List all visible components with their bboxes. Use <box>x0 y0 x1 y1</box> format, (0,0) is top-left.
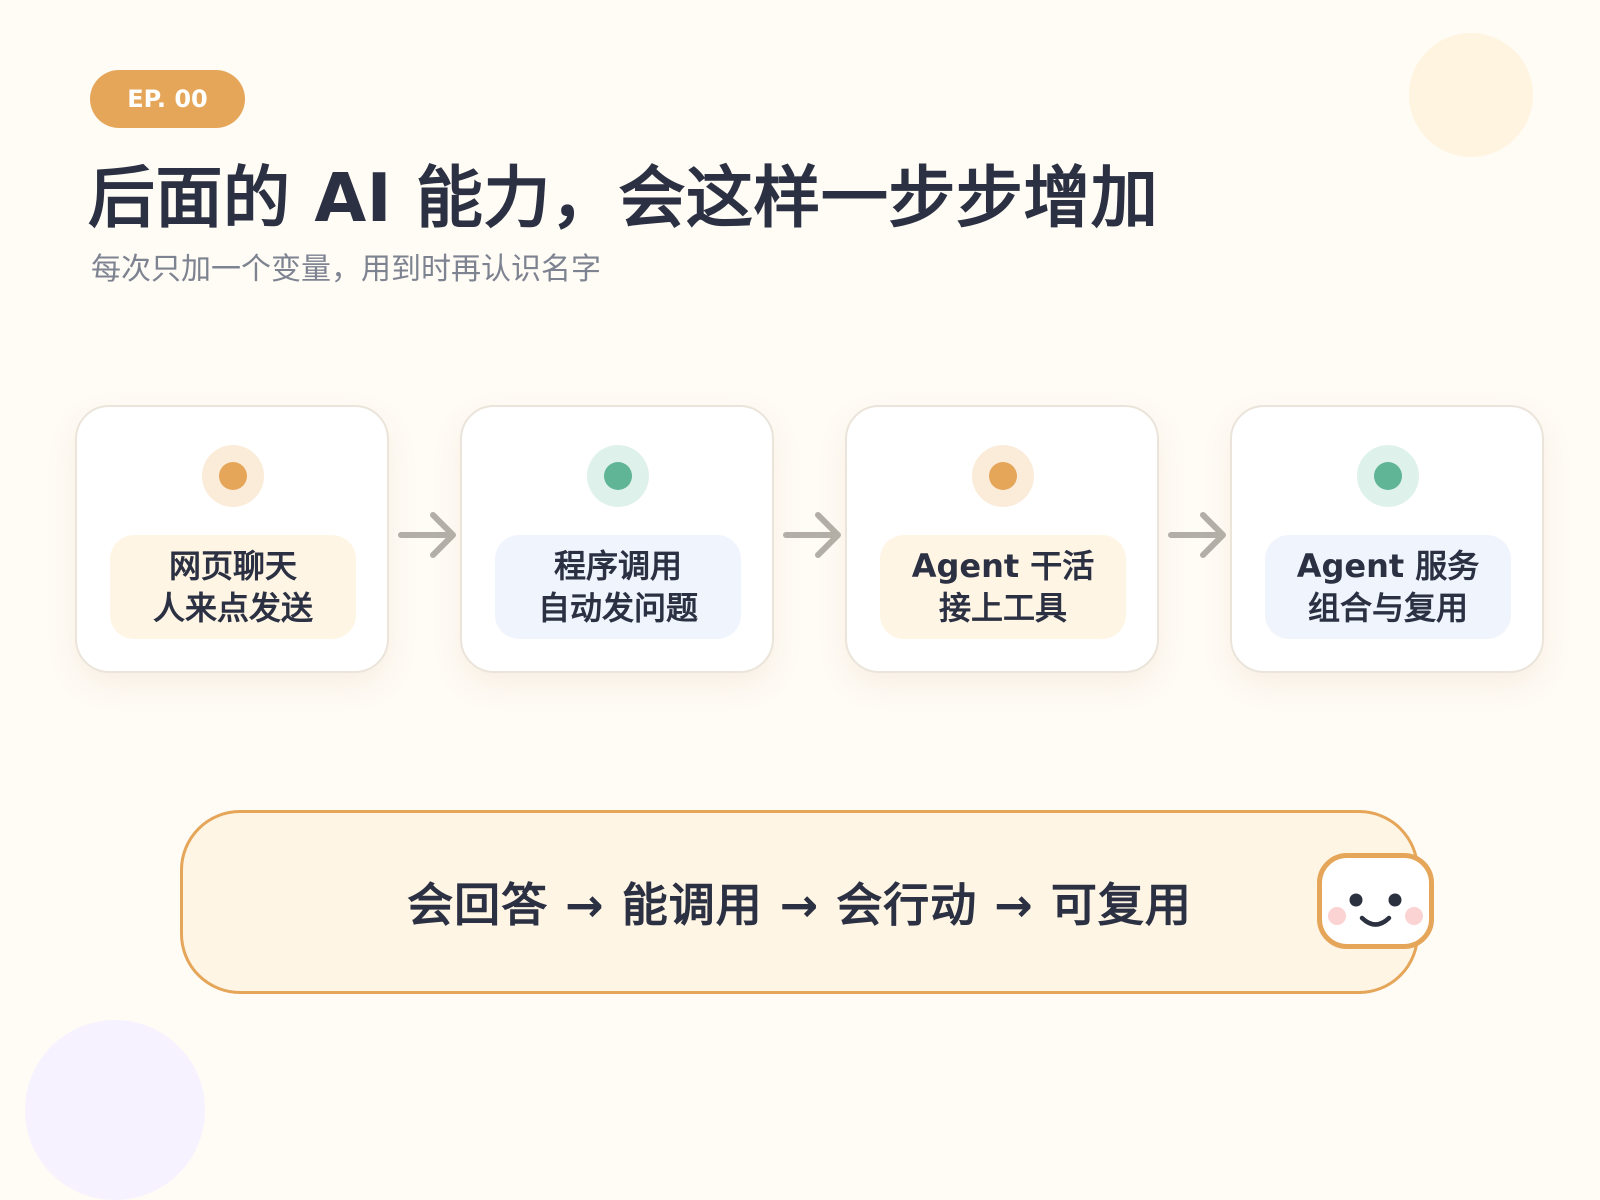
summary-text: 会回答 → 能调用 → 会行动 → 可复用 <box>407 878 1192 932</box>
step-title: Agent 干活 <box>911 547 1095 585</box>
page-subtitle: 每次只加一个变量，用到时再认识名字 <box>91 252 601 287</box>
arrow-right-icon <box>783 512 841 558</box>
step-dot-icon <box>972 445 1034 507</box>
step-dot-icon <box>202 445 264 507</box>
step-description: 自动发问题 <box>537 589 698 627</box>
arrow-right-icon <box>398 512 456 558</box>
step-card-agent-service: Agent 服务 组合与复用 <box>1230 405 1544 673</box>
step-title: 程序调用 <box>553 547 682 585</box>
step-label: Agent 服务 组合与复用 <box>1265 535 1511 639</box>
step-card-program-call: 程序调用 自动发问题 <box>460 405 774 673</box>
step-title: Agent 服务 <box>1296 547 1480 585</box>
summary-box: 会回答 → 能调用 → 会行动 → 可复用 <box>180 810 1419 994</box>
step-label: 程序调用 自动发问题 <box>495 535 741 639</box>
step-card-web-chat: 网页聊天 人来点发送 <box>75 405 389 673</box>
step-title: 网页聊天 <box>168 547 297 585</box>
episode-badge-label: EP. 00 <box>127 85 208 113</box>
step-description: 人来点发送 <box>152 589 313 627</box>
decorative-circle-bottom-left <box>25 1020 205 1200</box>
step-card-agent-work: Agent 干活 接上工具 <box>845 405 1159 673</box>
step-label: Agent 干活 接上工具 <box>880 535 1126 639</box>
step-description: 组合与复用 <box>1307 589 1468 627</box>
step-dot-icon <box>1357 445 1419 507</box>
arrow-right-icon <box>1168 512 1226 558</box>
step-description: 接上工具 <box>938 589 1067 627</box>
capability-flow: 网页聊天 人来点发送 程序调用 自动发问题 Agent 干活 接上工具 Agen… <box>75 405 1545 677</box>
step-label: 网页聊天 人来点发送 <box>110 535 356 639</box>
smiley-face-icon <box>1317 853 1434 949</box>
episode-badge: EP. 00 <box>90 70 245 128</box>
decorative-circle-top-right <box>1409 33 1533 157</box>
page-title: 后面的 AI 能力，会这样一步步增加 <box>88 159 1159 237</box>
step-dot-icon <box>587 445 649 507</box>
